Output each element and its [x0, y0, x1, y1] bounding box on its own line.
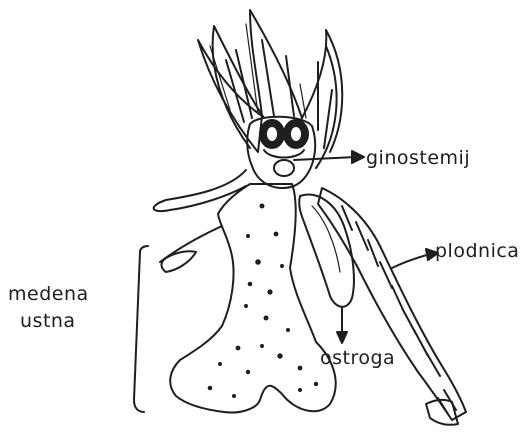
- labellum-bracket: [134, 246, 148, 412]
- label-plodnica: plodnica: [435, 240, 519, 262]
- plodnica-arrow: [392, 249, 438, 268]
- left-petal: [154, 170, 246, 262]
- ginostemij-arrow: [294, 151, 364, 163]
- label-medena: medena: [8, 283, 89, 305]
- label-ostroga: ostroga: [320, 347, 395, 369]
- spur: [299, 195, 354, 307]
- ostroga-arrow: [337, 308, 347, 343]
- label-ustna: ustna: [20, 310, 76, 332]
- label-ginostemij: ginostemij: [366, 147, 470, 169]
- labellum: [162, 184, 336, 413]
